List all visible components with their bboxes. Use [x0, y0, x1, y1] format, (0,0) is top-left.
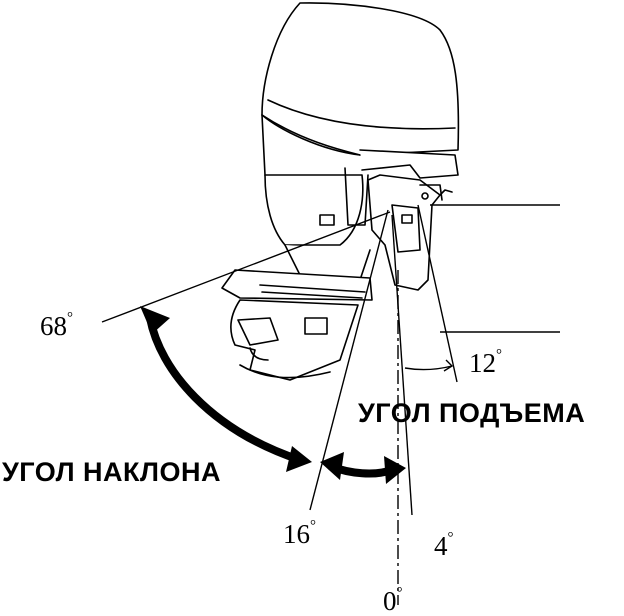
tilt-angle-label: УГОЛ НАКЛОНА	[2, 457, 221, 487]
angle-12-label: 12°	[469, 347, 502, 378]
tilt-range-arrow	[140, 306, 312, 472]
trim-12-arc	[404, 365, 453, 371]
trim-4-line	[391, 214, 413, 516]
trim-12-line	[417, 204, 458, 383]
angle-reference-lines	[101, 204, 560, 605]
tilt-16-line	[309, 209, 389, 511]
tilt-68-line	[101, 211, 391, 323]
angle-16-label: 16°	[283, 518, 316, 549]
lower-unit	[221, 269, 373, 381]
trim-range-arrow	[320, 452, 406, 484]
trim-angle-label: УГОЛ ПОДЪЕМА	[358, 398, 586, 428]
trim-12-arc-head	[443, 359, 454, 372]
angle-0-label: 0°	[383, 585, 403, 616]
clamp-bracket	[367, 174, 453, 291]
angle-68-label: 68°	[40, 310, 73, 341]
angle-4-label: 4°	[434, 530, 454, 561]
